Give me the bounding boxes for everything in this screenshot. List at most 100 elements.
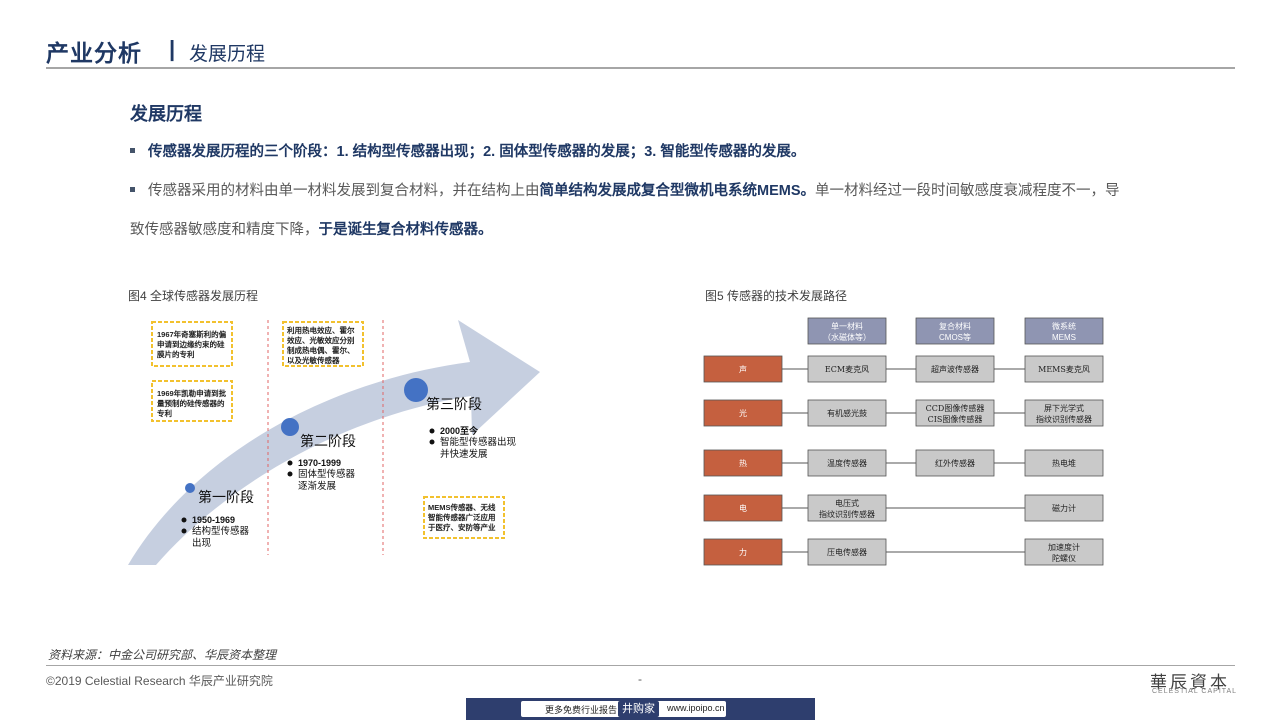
- row-label-light: 光: [703, 399, 783, 427]
- cell-ultrasonic: 超声波传感器: [915, 355, 995, 383]
- note-line: 专利: [157, 408, 172, 418]
- svg-text:热: 热: [739, 458, 747, 468]
- note-line: 膜片的专利: [157, 349, 195, 359]
- bullet-materials-b: 单一材料经过一段时间敏感度衰减程度不一，导致传感器敏感度和精度下降，: [130, 183, 1120, 238]
- note-line: MEMS传感器、无线: [428, 502, 496, 512]
- bullet-materials-a: 传感器采用的材料由单一材料发展到复合材料，并在结构上由: [148, 183, 540, 199]
- list-bullet: [181, 528, 187, 534]
- list-bullet: [429, 439, 435, 445]
- company-logo: 華辰資本: [1150, 673, 1230, 693]
- svg-text:温度传感器: 温度传感器: [827, 458, 867, 468]
- svg-text:磁力计: 磁力计: [1052, 503, 1076, 513]
- svg-text:陀螺仪: 陀螺仪: [1052, 553, 1076, 563]
- svg-text:电: 电: [739, 503, 747, 513]
- row-label-electric: 电: [703, 494, 783, 522]
- bullet-materials: 传感器采用的材料由单一材料发展到复合材料，并在结构上由简单结构发展成复合型微机电…: [130, 172, 1120, 250]
- bullet-stages-text: 传感器发展历程的三个阶段：1. 结构型传感器出现；2. 固体型传感器的发展；3.…: [148, 144, 806, 160]
- banner-tag: 井购家: [618, 701, 659, 717]
- cell-magnetometer: 磁力计: [1024, 494, 1104, 522]
- stage3-dot: [404, 378, 428, 402]
- connector-lines: [782, 368, 1025, 553]
- copyright: ©2019 Celestial Research 华辰产业研究院: [46, 674, 273, 688]
- note-line: 1967年奇塞斯利的偏: [157, 329, 227, 339]
- stage1-name: 第一阶段: [198, 489, 254, 506]
- svg-text:有机感光鼓: 有机感光鼓: [827, 408, 867, 418]
- note-mems: [423, 496, 505, 539]
- stage1-dot: [185, 483, 195, 493]
- company-logo-en: CELESTIAL CAPITAL: [1152, 688, 1238, 695]
- title-separator: |: [169, 36, 176, 61]
- growth-arrow: [128, 320, 540, 565]
- note-line: 量预制的硅传感器的: [157, 398, 225, 408]
- col-header-single: 单一材料 （水磁体等）: [807, 317, 887, 345]
- svg-text:ECM麦克风: ECM麦克风: [825, 364, 869, 374]
- note-solid-effects: [282, 321, 364, 367]
- footer-rule: [46, 665, 1235, 666]
- note-line: 利用热电效应、霍尔: [286, 325, 355, 335]
- col-header-line: 单一材料: [831, 321, 863, 331]
- note-line: 以及光敏传感器: [287, 355, 340, 365]
- svg-text:红外传感器: 红外传感器: [935, 458, 975, 468]
- fig4-caption: 图4 全球传感器发展历程: [128, 289, 259, 303]
- bullet-materials-em1: 简单结构发展成复合型微机电系统MEMS。: [539, 183, 816, 199]
- col-header-line: （水磁体等）: [823, 332, 871, 342]
- stage2-name: 第二阶段: [300, 433, 356, 450]
- svg-text:CIS图像传感器: CIS图像传感器: [928, 414, 983, 424]
- note-line: 于医疗、安防等产业: [428, 522, 496, 532]
- cell-ecm-mic: ECM麦克风: [807, 355, 887, 383]
- note-line: 制成热电偶、霍尔、: [287, 345, 355, 355]
- cell-opc-drum: 有机感光鼓: [807, 399, 887, 427]
- svg-text:CCD图像传感器: CCD图像传感器: [926, 403, 985, 413]
- col-header-line: 复合材料: [939, 321, 971, 331]
- bullet-stages: 传感器发展历程的三个阶段：1. 结构型传感器出现；2. 固体型传感器的发展；3.…: [130, 133, 805, 172]
- svg-text:电压式: 电压式: [835, 498, 859, 508]
- col-header-composite: 复合材料 CMOS等: [915, 317, 995, 345]
- col-header-mems: 微系统 MEMS: [1024, 317, 1104, 345]
- svg-text:热电堆: 热电堆: [1052, 458, 1076, 468]
- list-bullet: [287, 460, 293, 466]
- fig5-caption: 图5 传感器的技术发展路径: [705, 289, 848, 303]
- col-header-line: MEMS: [1052, 333, 1076, 342]
- bullet-square-icon: [130, 147, 135, 153]
- row-label-sound: 声: [703, 355, 783, 383]
- stage1-item: 结构型传感器: [192, 525, 250, 537]
- stage3-item: 2000至今: [440, 425, 479, 436]
- svg-text:MEMS麦克风: MEMS麦克风: [1038, 364, 1090, 374]
- cell-infrared: 红外传感器: [915, 449, 995, 477]
- list-bullet: [429, 428, 435, 434]
- note-line: 智能传感器广泛应用: [428, 512, 496, 522]
- col-header-line: CMOS等: [939, 332, 971, 342]
- stage2-item: 固体型传感器: [298, 468, 356, 480]
- bullet-square-icon: [130, 186, 135, 192]
- bullet-materials-em2: 于是诞生复合材料传感器。: [318, 222, 493, 238]
- cell-temperature: 温度传感器: [807, 449, 887, 477]
- source-note: 资料来源：中金公司研究部、华辰资本整理: [48, 648, 277, 662]
- svg-text:压电传感器: 压电传感器: [827, 547, 867, 557]
- stage2-item: 1970-1999: [298, 458, 341, 468]
- svg-text:指纹识别传感器: 指纹识别传感器: [1036, 414, 1092, 424]
- stage3-name: 第三阶段: [426, 396, 482, 413]
- stage3-item: 并快速发展: [440, 448, 488, 460]
- fig5-diagram: 单一材料 （水磁体等） 复合材料 CMOS等 微系统 MEMS 声 光 热 电 …: [703, 317, 1104, 566]
- banner-url[interactable]: www.ipoipo.cn: [667, 703, 725, 713]
- list-bullet: [287, 471, 293, 477]
- page-title: 产业分析: [46, 40, 142, 66]
- row-label-heat: 热: [703, 449, 783, 477]
- promo-banner-inner[interactable]: 更多免费行业报告 井购家 www.ipoipo.cn: [521, 701, 726, 717]
- svg-text:光: 光: [739, 408, 747, 418]
- stage2-dot: [281, 418, 299, 436]
- svg-text:声: 声: [739, 364, 747, 374]
- note-line: 效应、光敏效应分别: [287, 335, 355, 345]
- promo-banner[interactable]: 更多免费行业报告 井购家 www.ipoipo.cn: [466, 698, 815, 720]
- note-line: 1969年凯勒申请到批: [157, 388, 227, 398]
- cell-thermopile: 热电堆: [1024, 449, 1104, 477]
- svg-text:力: 力: [739, 547, 747, 557]
- svg-text:加速度计: 加速度计: [1048, 542, 1080, 552]
- svg-text:屏下光学式: 屏下光学式: [1044, 403, 1084, 413]
- stage3-item: 智能型传感器出现: [440, 436, 517, 448]
- list-bullet: [181, 517, 187, 523]
- page-number: -: [638, 672, 642, 686]
